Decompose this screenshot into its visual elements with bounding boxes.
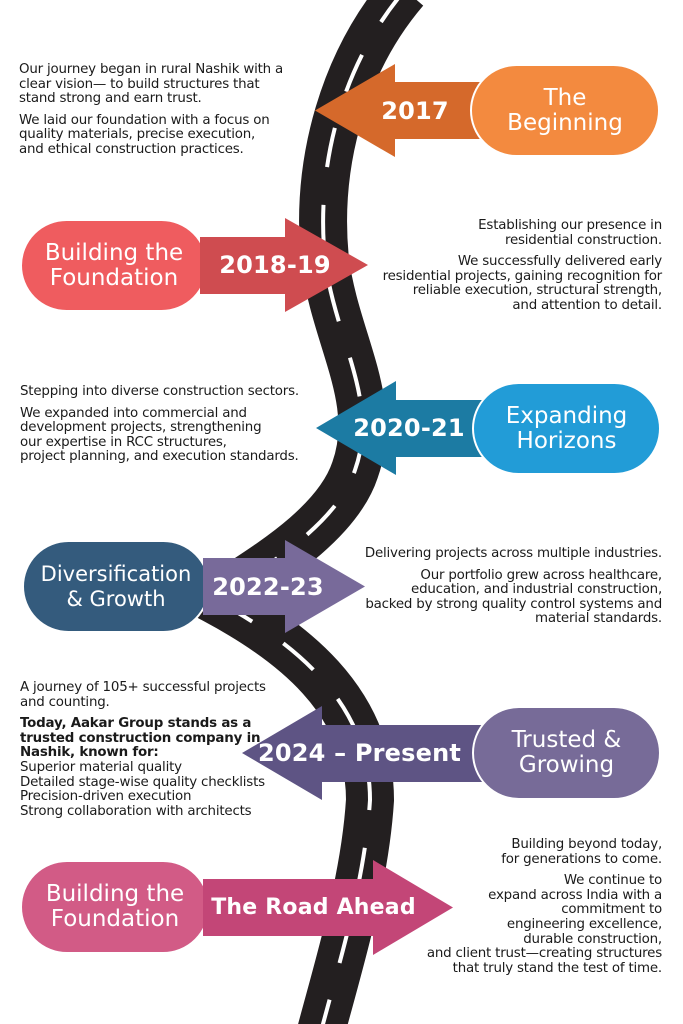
milestone-2018-description: Establishing our presence in residential… xyxy=(365,218,663,321)
text-line: residential projects, gaining recognitio… xyxy=(382,268,663,284)
title-line: Beginning xyxy=(507,109,623,136)
text-line: material standards. xyxy=(535,611,662,627)
text-line: development projects, strengthening xyxy=(20,420,262,436)
arrow-shape xyxy=(316,381,491,475)
text-line: Today, Aakar Group stands as a xyxy=(20,716,252,732)
text-line: Stepping into diverse construction secto… xyxy=(20,384,299,399)
description-paragraph: Our portfolio grew across healthcare, ed… xyxy=(350,567,662,627)
text-line: expand across India with a xyxy=(488,887,662,903)
text-line: engineering excellence, xyxy=(506,916,662,932)
arrow-shape xyxy=(200,218,368,312)
text-line: Building beyond today, xyxy=(511,837,662,852)
milestone-2022-description: Delivering projects across multiple indu… xyxy=(350,546,662,634)
list-item: Precision-driven execution xyxy=(20,789,192,805)
description-paragraph: A journey of 105+ successful projects an… xyxy=(20,680,310,710)
text-line: and counting. xyxy=(20,694,110,710)
arrow-shape xyxy=(203,540,365,633)
text-line: We continue to xyxy=(563,873,662,889)
text-line: backed by strong quality control systems… xyxy=(365,596,662,612)
description-paragraph: We laid our foundation with a focus on q… xyxy=(19,112,319,158)
milestone-period: The Road Ahead xyxy=(211,895,416,920)
text-line: commitment to xyxy=(561,902,662,918)
description-paragraph: We continue to expand across India with … xyxy=(400,873,663,976)
text-line: that truly stand the test of time. xyxy=(452,960,663,976)
description-paragraph: We expanded into commercial and developm… xyxy=(20,405,320,465)
text-line: Nashik, known for: xyxy=(20,745,159,761)
description-paragraph: Establishing our presence in residential… xyxy=(365,218,662,248)
text-line: project planning, and execution standard… xyxy=(20,449,299,465)
title-line: Foundation xyxy=(49,264,179,291)
text-line: We expanded into commercial and xyxy=(20,405,247,421)
milestone-2022-title: Diversification& Growth xyxy=(22,540,210,633)
text-line: residential construction. xyxy=(504,232,662,248)
title-line: Building the xyxy=(44,239,184,266)
text-line: durable construction, xyxy=(523,931,662,947)
text-line: stand strong and earn trust. xyxy=(19,91,202,107)
milestone-period: 2018-19 xyxy=(219,251,331,279)
description-paragraph: Today, Aakar Group stands as a trusted c… xyxy=(20,716,310,819)
description-paragraph: We successfully delivered early resident… xyxy=(365,254,663,313)
description-paragraph: Our journey began in rural Nashik with a… xyxy=(19,62,319,107)
text-line: and client trust—creating structures xyxy=(426,946,662,962)
arrow-shape xyxy=(242,706,492,800)
text-line: quality materials, precise execution, xyxy=(19,127,256,143)
milestone-2017-description: Our journey began in rural Nashik with a… xyxy=(19,62,319,165)
text-line: our expertise in RCC structures, xyxy=(20,434,227,450)
list-item: Strong collaboration with architects xyxy=(20,803,252,819)
title-line: Trusted & xyxy=(511,727,622,753)
title-line: Expanding xyxy=(505,402,628,429)
text-line: Our portfolio grew across healthcare, xyxy=(420,567,662,583)
milestone-period: 2017 xyxy=(381,96,449,125)
title-line: Growing xyxy=(518,752,615,778)
text-line: We laid our foundation with a focus on xyxy=(19,112,270,128)
milestone-2024-title: Trusted &Growing xyxy=(472,706,661,800)
description-paragraph: Delivering projects across multiple indu… xyxy=(350,546,662,562)
text-line: Our journey began in rural Nashik with a xyxy=(19,62,283,77)
text-line: and attention to detail. xyxy=(512,297,662,313)
description-paragraph: Stepping into diverse construction secto… xyxy=(20,384,320,400)
title-line: Diversification xyxy=(40,561,192,586)
text-line: reliable execution, structural strength, xyxy=(412,283,662,299)
arrow-shape xyxy=(203,860,453,955)
road-surface xyxy=(169,0,424,1024)
milestone-period: 2020-21 xyxy=(353,414,465,442)
title-line: & Growth xyxy=(66,586,166,611)
description-paragraph: Building beyond today, for generations t… xyxy=(400,837,662,867)
title-line: Building the xyxy=(45,881,185,907)
milestone-road-ahead-description: Building beyond today, for generations t… xyxy=(400,837,663,983)
title-line: Horizons xyxy=(516,427,617,454)
text-line: Establishing our presence in xyxy=(478,218,662,233)
list-item: Superior material quality xyxy=(20,759,182,775)
milestone-2020-description: Stepping into diverse construction secto… xyxy=(20,384,320,472)
milestone-2024-description: A journey of 105+ successful projects an… xyxy=(20,680,310,819)
milestone-period: 2022-23 xyxy=(212,572,324,601)
title-line: Foundation xyxy=(50,906,180,932)
text-line: A journey of 105+ successful projects xyxy=(20,680,266,695)
text-line: clear vision— to build structures that xyxy=(19,76,260,92)
milestone-2024-arrow: 2024 – Present xyxy=(242,706,492,800)
milestone-2018-arrow: 2018-19 xyxy=(200,218,368,312)
arrow-shape xyxy=(315,64,490,157)
text-line: We successfully delivered early xyxy=(457,254,662,270)
milestone-2020-arrow: 2020-21 xyxy=(316,381,491,475)
text-line: education, and industrial construction, xyxy=(411,582,662,598)
milestone-period: 2024 – Present xyxy=(257,739,462,767)
milestone-2022-arrow: 2022-23 xyxy=(203,540,365,633)
text-line: and ethical construction practices. xyxy=(19,141,244,157)
text-line: Delivering projects across multiple indu… xyxy=(364,546,662,561)
milestone-road-ahead-arrow: The Road Ahead xyxy=(203,860,453,955)
milestone-2017-arrow: 2017 xyxy=(315,64,490,157)
list-item: Detailed stage-wise quality checklists xyxy=(20,774,265,790)
text-line: for generations to come. xyxy=(501,851,662,867)
title-line: The xyxy=(543,84,587,111)
text-line: trusted construction company in xyxy=(20,730,261,746)
